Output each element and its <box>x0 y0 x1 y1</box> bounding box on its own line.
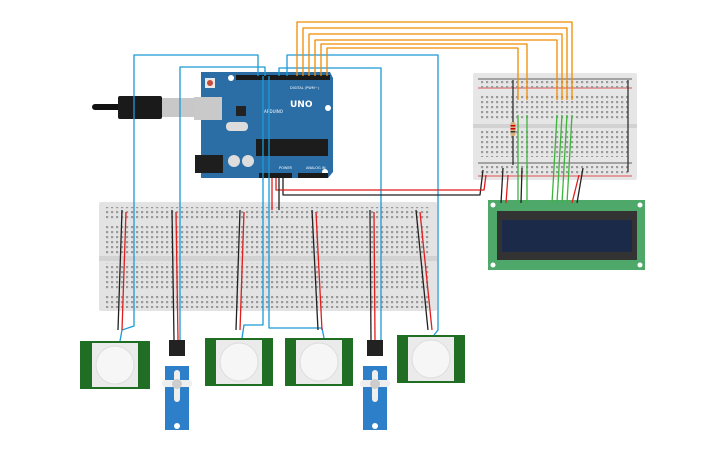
wire-servo2-signal[interactable] <box>278 67 382 340</box>
pir-sensor-1[interactable] <box>80 341 150 389</box>
analog-label: ANALOG IN <box>306 166 326 170</box>
lcd-data-wires[interactable] <box>296 21 573 100</box>
digital-label: DIGITAL (PWM~) <box>290 86 320 90</box>
signal-wires[interactable] <box>119 54 439 342</box>
power-label: POWER <box>279 166 293 170</box>
lcd-16x2[interactable] <box>488 200 645 270</box>
wire-pir3-signal[interactable] <box>268 76 325 339</box>
wire-pir2-signal[interactable] <box>241 76 264 339</box>
resistor[interactable] <box>510 80 516 165</box>
arduino-brand: ARDUINO <box>264 109 283 114</box>
wire-pir4-signal[interactable] <box>286 54 439 336</box>
pir-sensor-2[interactable] <box>205 338 273 386</box>
arduino-logo: UNO <box>290 100 313 110</box>
pir-sensor-4[interactable] <box>397 335 465 383</box>
breadboard-large[interactable] <box>99 202 437 311</box>
servo-1[interactable] <box>162 340 192 430</box>
lcd-green-wires[interactable] <box>517 114 573 204</box>
breadboard-small[interactable] <box>473 73 637 180</box>
wire-servo1-signal[interactable] <box>179 66 266 340</box>
power-wires[interactable] <box>117 167 584 341</box>
arduino-uno[interactable]: UNO ARDUINO DIGITAL (PWM~) POWER ANALOG … <box>194 72 333 178</box>
servo-2[interactable] <box>360 340 390 430</box>
wire-pir1-signal[interactable] <box>119 54 259 342</box>
pir-sensor-3[interactable] <box>285 338 353 386</box>
usb-cable[interactable] <box>92 96 200 119</box>
